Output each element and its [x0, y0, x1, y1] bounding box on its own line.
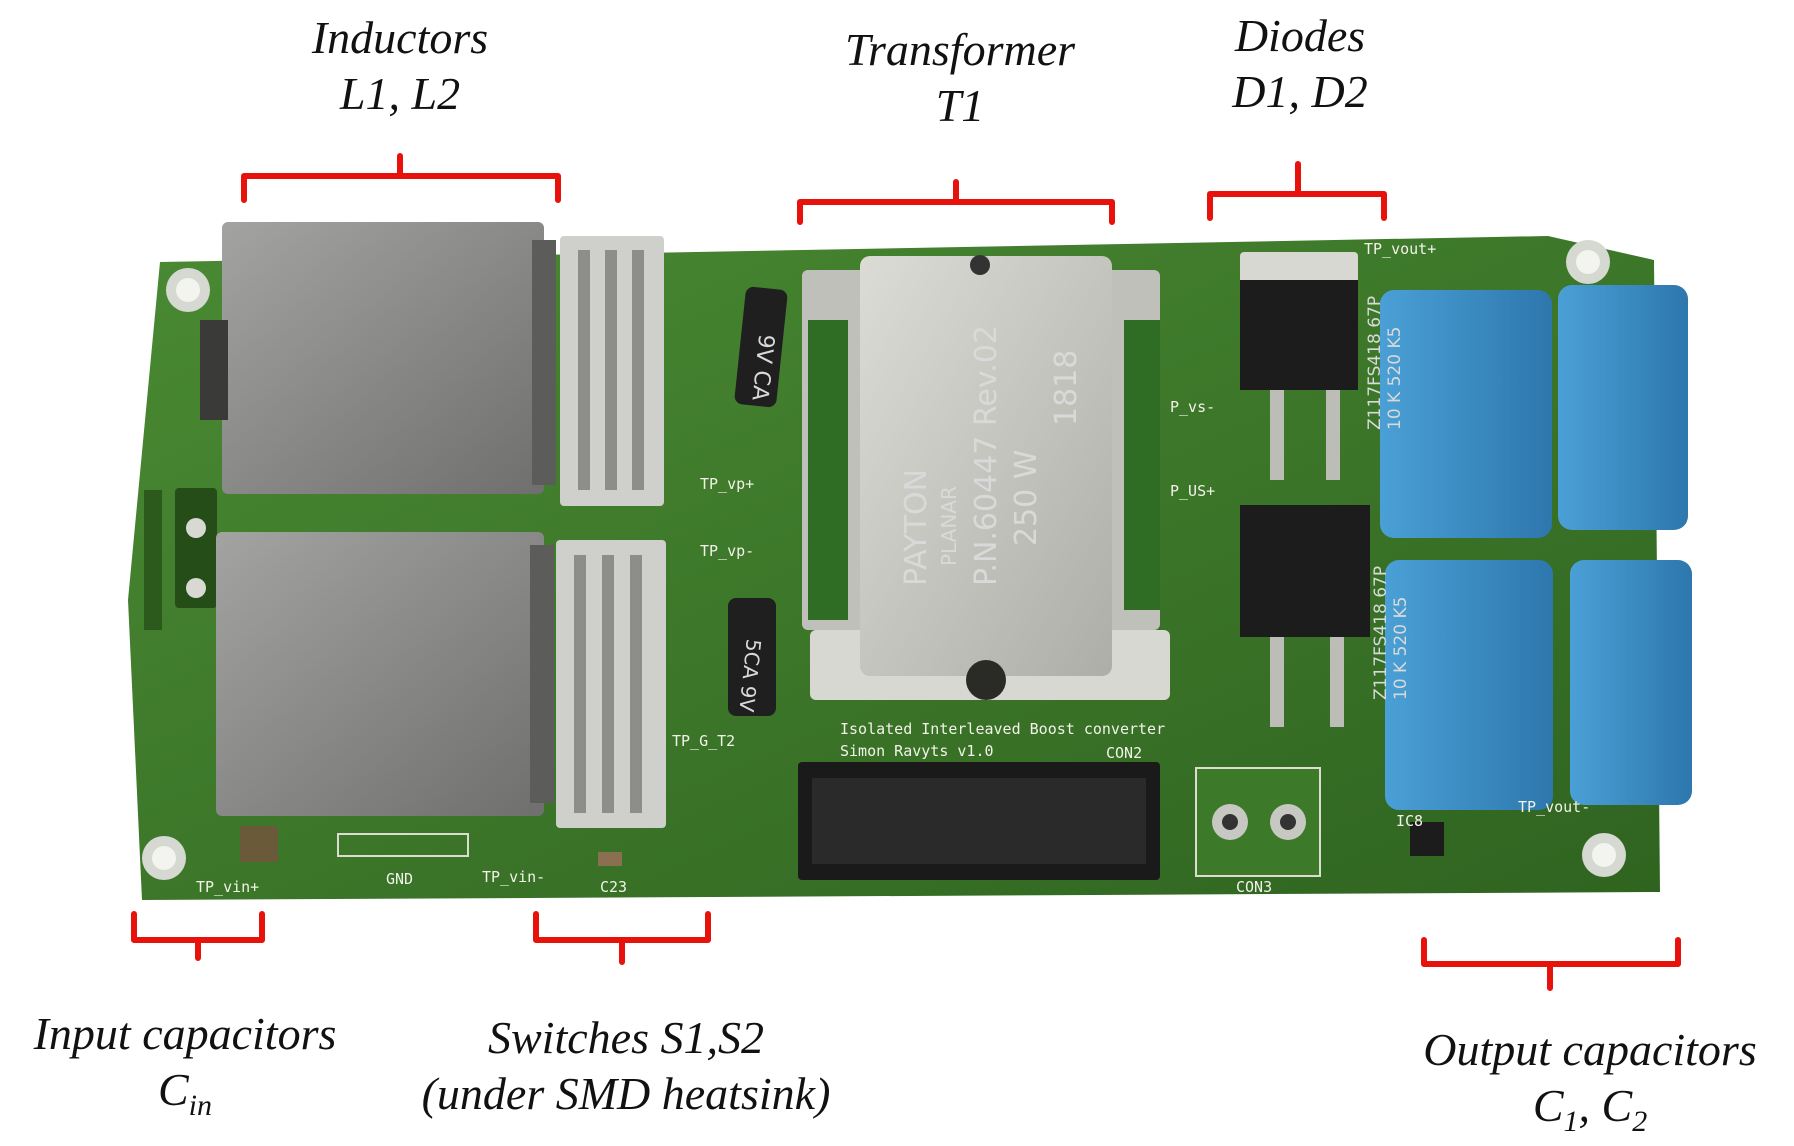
label-output-capacitors: Output capacitors C1, C2: [1423, 1024, 1757, 1138]
diode-d2: [1240, 505, 1370, 727]
transformer-t1: PAYTON PLANAR P.N.60447 Rev.02 250 W 181…: [802, 255, 1170, 700]
svg-text:250 W: 250 W: [1009, 450, 1044, 546]
ic8-chip: [1410, 822, 1444, 856]
heatsink-top: [560, 236, 664, 506]
svg-text:Simon Ravyts v1.0: Simon Ravyts v1.0: [840, 742, 994, 760]
svg-text:TP_vout-: TP_vout-: [1518, 798, 1590, 816]
bracket-output-caps: [1421, 937, 1681, 991]
svg-text:10 K 520 K5: 10 K 520 K5: [1391, 597, 1411, 700]
svg-text:P_vs-: P_vs-: [1170, 398, 1215, 416]
label-transformer: Transformer T1: [844, 24, 1076, 131]
svg-text:IC8: IC8: [1396, 812, 1423, 830]
bracket-inductors: [241, 153, 561, 203]
bracket-switches: [533, 911, 711, 965]
label-switches: Switches S1,S2 (under SMD heatsink): [421, 1012, 831, 1119]
bracket-diodes: [1207, 161, 1387, 221]
tvs-diode-top: 9V CA: [734, 286, 788, 408]
svg-text:Isolated Interleaved Boost con: Isolated Interleaved Boost converter: [840, 720, 1165, 738]
svg-text:C23: C23: [600, 878, 627, 896]
gnd-header: [337, 833, 469, 857]
svg-text:Z117FS418 67P: Z117FS418 67P: [1365, 296, 1385, 430]
inductor-l2: [216, 532, 554, 816]
svg-text:TP_vout+: TP_vout+: [1364, 240, 1436, 258]
svg-text:TP_vp+: TP_vp+: [700, 475, 754, 493]
svg-text:P_US+: P_US+: [1170, 482, 1215, 500]
connector-con2: [798, 762, 1160, 880]
output-capacitors: Z117FS418 67P 10 K 520 K5 Z117FS418 67P …: [1365, 285, 1692, 810]
svg-text:TP_vin-: TP_vin-: [482, 868, 545, 886]
svg-text:PLANAR: PLANAR: [937, 486, 961, 566]
tvs-diode-bottom: 5CA 9V: [728, 598, 776, 716]
connector-con3: [1195, 767, 1321, 877]
label-inductors: Inductors L1, L2: [311, 12, 489, 119]
inductor-l1: [200, 222, 556, 494]
svg-text:CON2: CON2: [1106, 744, 1142, 762]
transformer-brand: PAYTON: [899, 469, 934, 586]
svg-text:TP_vp-: TP_vp-: [700, 542, 754, 560]
bracket-transformer: [797, 179, 1115, 225]
label-input-capacitors: Input capacitors Cin: [33, 1008, 337, 1122]
svg-text:GND: GND: [386, 870, 413, 888]
svg-text:CON3: CON3: [1236, 878, 1272, 896]
diode-d1: [1240, 252, 1358, 480]
svg-text:Z117FS418 67P: Z117FS418 67P: [1371, 566, 1391, 700]
bracket-input-caps: [131, 911, 265, 961]
svg-text:TP_vin+: TP_vin+: [196, 878, 259, 896]
label-diodes: Diodes D1, D2: [1232, 10, 1368, 117]
svg-text:TP_G_T2: TP_G_T2: [672, 732, 735, 750]
heatsink-bottom: [556, 540, 666, 828]
smd-c23: [598, 852, 622, 866]
input-capacitor: [240, 826, 278, 862]
svg-text:P.N.60447 Rev.02: P.N.60447 Rev.02: [969, 325, 1004, 586]
svg-text:1818: 1818: [1049, 350, 1084, 426]
svg-text:10 K 520 K5: 10 K 520 K5: [1385, 327, 1405, 430]
